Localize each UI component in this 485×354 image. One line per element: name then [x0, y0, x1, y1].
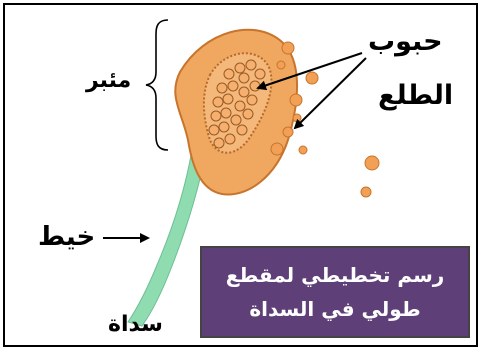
- caption-line2: طولي في السداة: [249, 292, 420, 326]
- caption-line1: رسم تخطيطي لمقطع: [226, 258, 445, 292]
- caption-box: رسم تخطيطي لمقطع طولي في السداة: [200, 246, 470, 338]
- filament-label: خيط: [38, 224, 95, 250]
- pollen-label-line2: الطلع: [378, 82, 453, 109]
- anther-brace: [146, 20, 168, 150]
- pollen-arrow-2: [295, 58, 366, 128]
- anther-label: مئبر: [86, 70, 131, 92]
- stamen-label: سداة: [108, 314, 163, 336]
- pollen-label-line1: حبوب: [368, 28, 443, 55]
